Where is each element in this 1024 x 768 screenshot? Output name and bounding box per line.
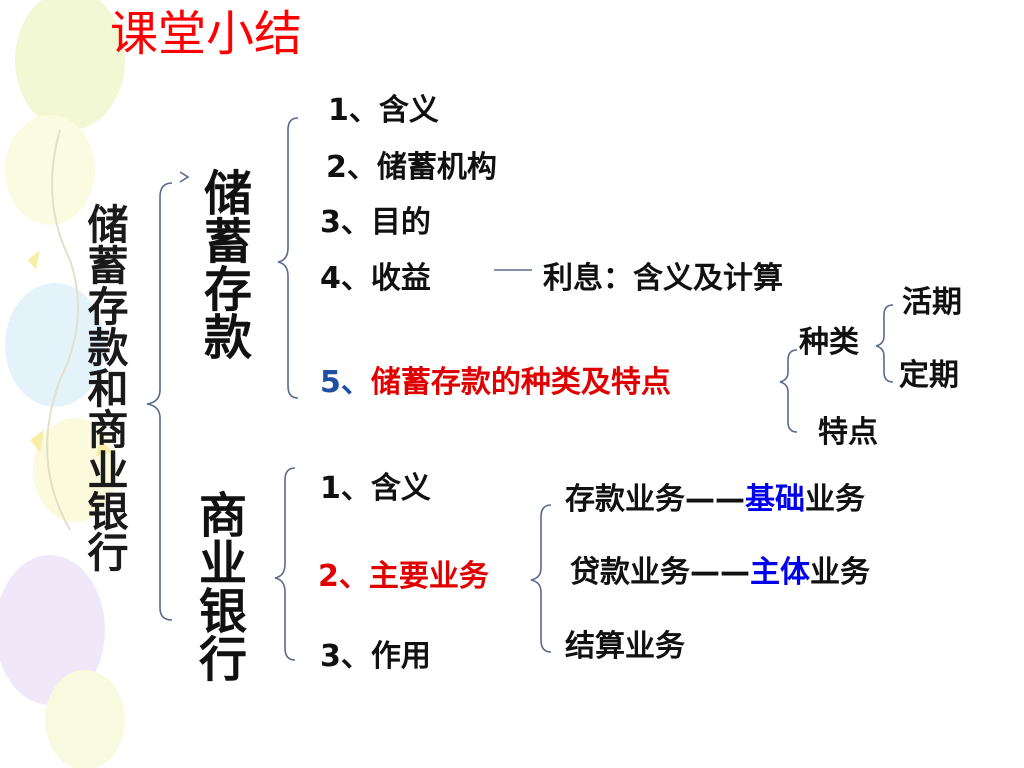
- kind-fixed: 定期: [899, 358, 959, 393]
- root-brace: [146, 182, 173, 621]
- income-note: 利息：含义及计算: [543, 261, 783, 296]
- kinds-label: 种类: [799, 325, 859, 360]
- savings-brace: [277, 117, 299, 399]
- savings-item-purpose: 3、目的: [320, 205, 431, 240]
- savings-item-meaning: 1、含义: [328, 93, 439, 128]
- kinds-brace: [875, 304, 894, 383]
- savings-label: 储蓄存款: [195, 168, 251, 360]
- business-settlement: 结算业务: [565, 629, 685, 664]
- business-deposit-suffix: 业务: [805, 482, 865, 517]
- savings-item-institution: 2、储蓄机构: [326, 150, 497, 185]
- root-label: 储蓄存款和商业银行: [80, 203, 128, 572]
- bank-item-role: 3、作用: [320, 639, 431, 674]
- bank-item-meaning: 1、含义: [320, 471, 431, 506]
- kind-demand: 活期: [902, 285, 962, 320]
- features-label: 特点: [818, 415, 878, 450]
- business-loan: 贷款业务——主体业务: [570, 558, 870, 588]
- business-brace: [530, 504, 552, 653]
- savings-item-types-number: 5、: [320, 365, 371, 400]
- savings-item-types-text: 储蓄存款的种类及特点: [370, 365, 671, 400]
- connector-lines: [146, 117, 894, 661]
- business-loan-highlight: 主体: [750, 555, 810, 590]
- business-deposit-highlight: 基础: [745, 482, 805, 517]
- bank-label: 商业银行: [190, 490, 246, 682]
- business-deposit: 存款业务——基础业务: [565, 485, 865, 515]
- business-loan-prefix: 贷款业务——: [570, 555, 750, 590]
- savings-item-types: 5、储蓄存款的种类及特点: [320, 368, 671, 398]
- business-loan-suffix: 业务: [810, 555, 870, 590]
- business-deposit-prefix: 存款业务——: [565, 482, 745, 517]
- bank-brace: [274, 467, 296, 661]
- savings-item-income: 4、收益: [320, 261, 431, 296]
- item5-brace: [779, 349, 798, 433]
- bank-item-main-business: 2、主要业务: [318, 559, 489, 594]
- balloon-decoration: [0, 0, 125, 768]
- root-top-arrow: [179, 171, 190, 183]
- page-title: 课堂小结: [110, 6, 303, 62]
